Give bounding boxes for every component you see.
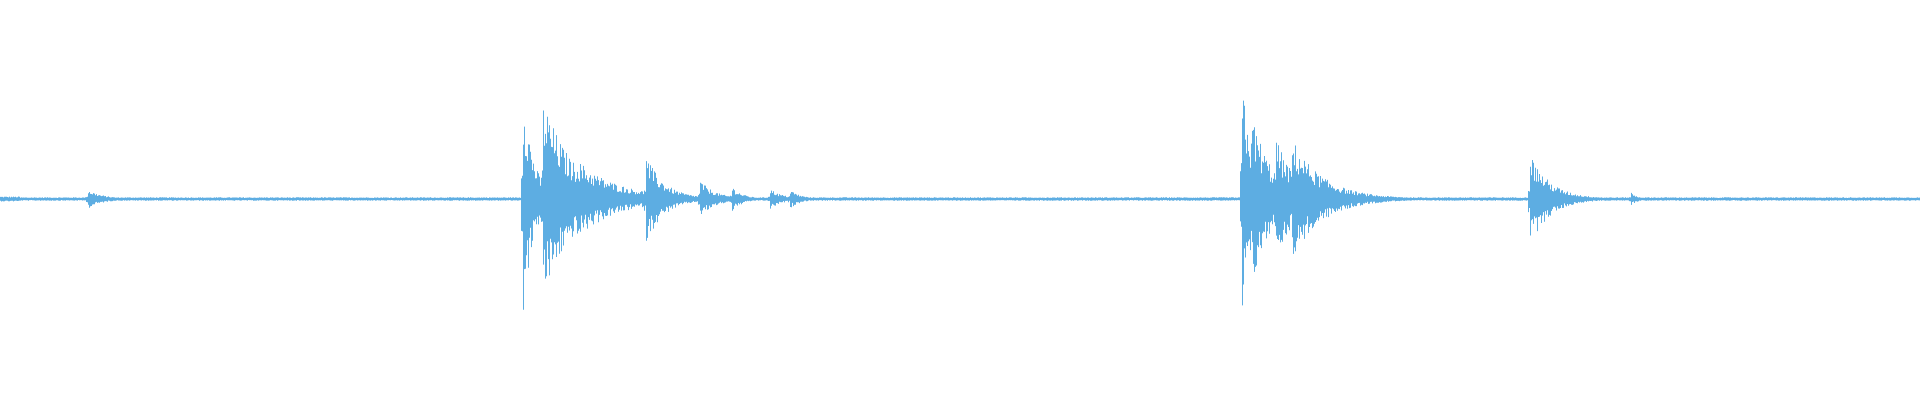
- waveform-path: [0, 100, 1920, 310]
- waveform-samples: [0, 100, 1920, 310]
